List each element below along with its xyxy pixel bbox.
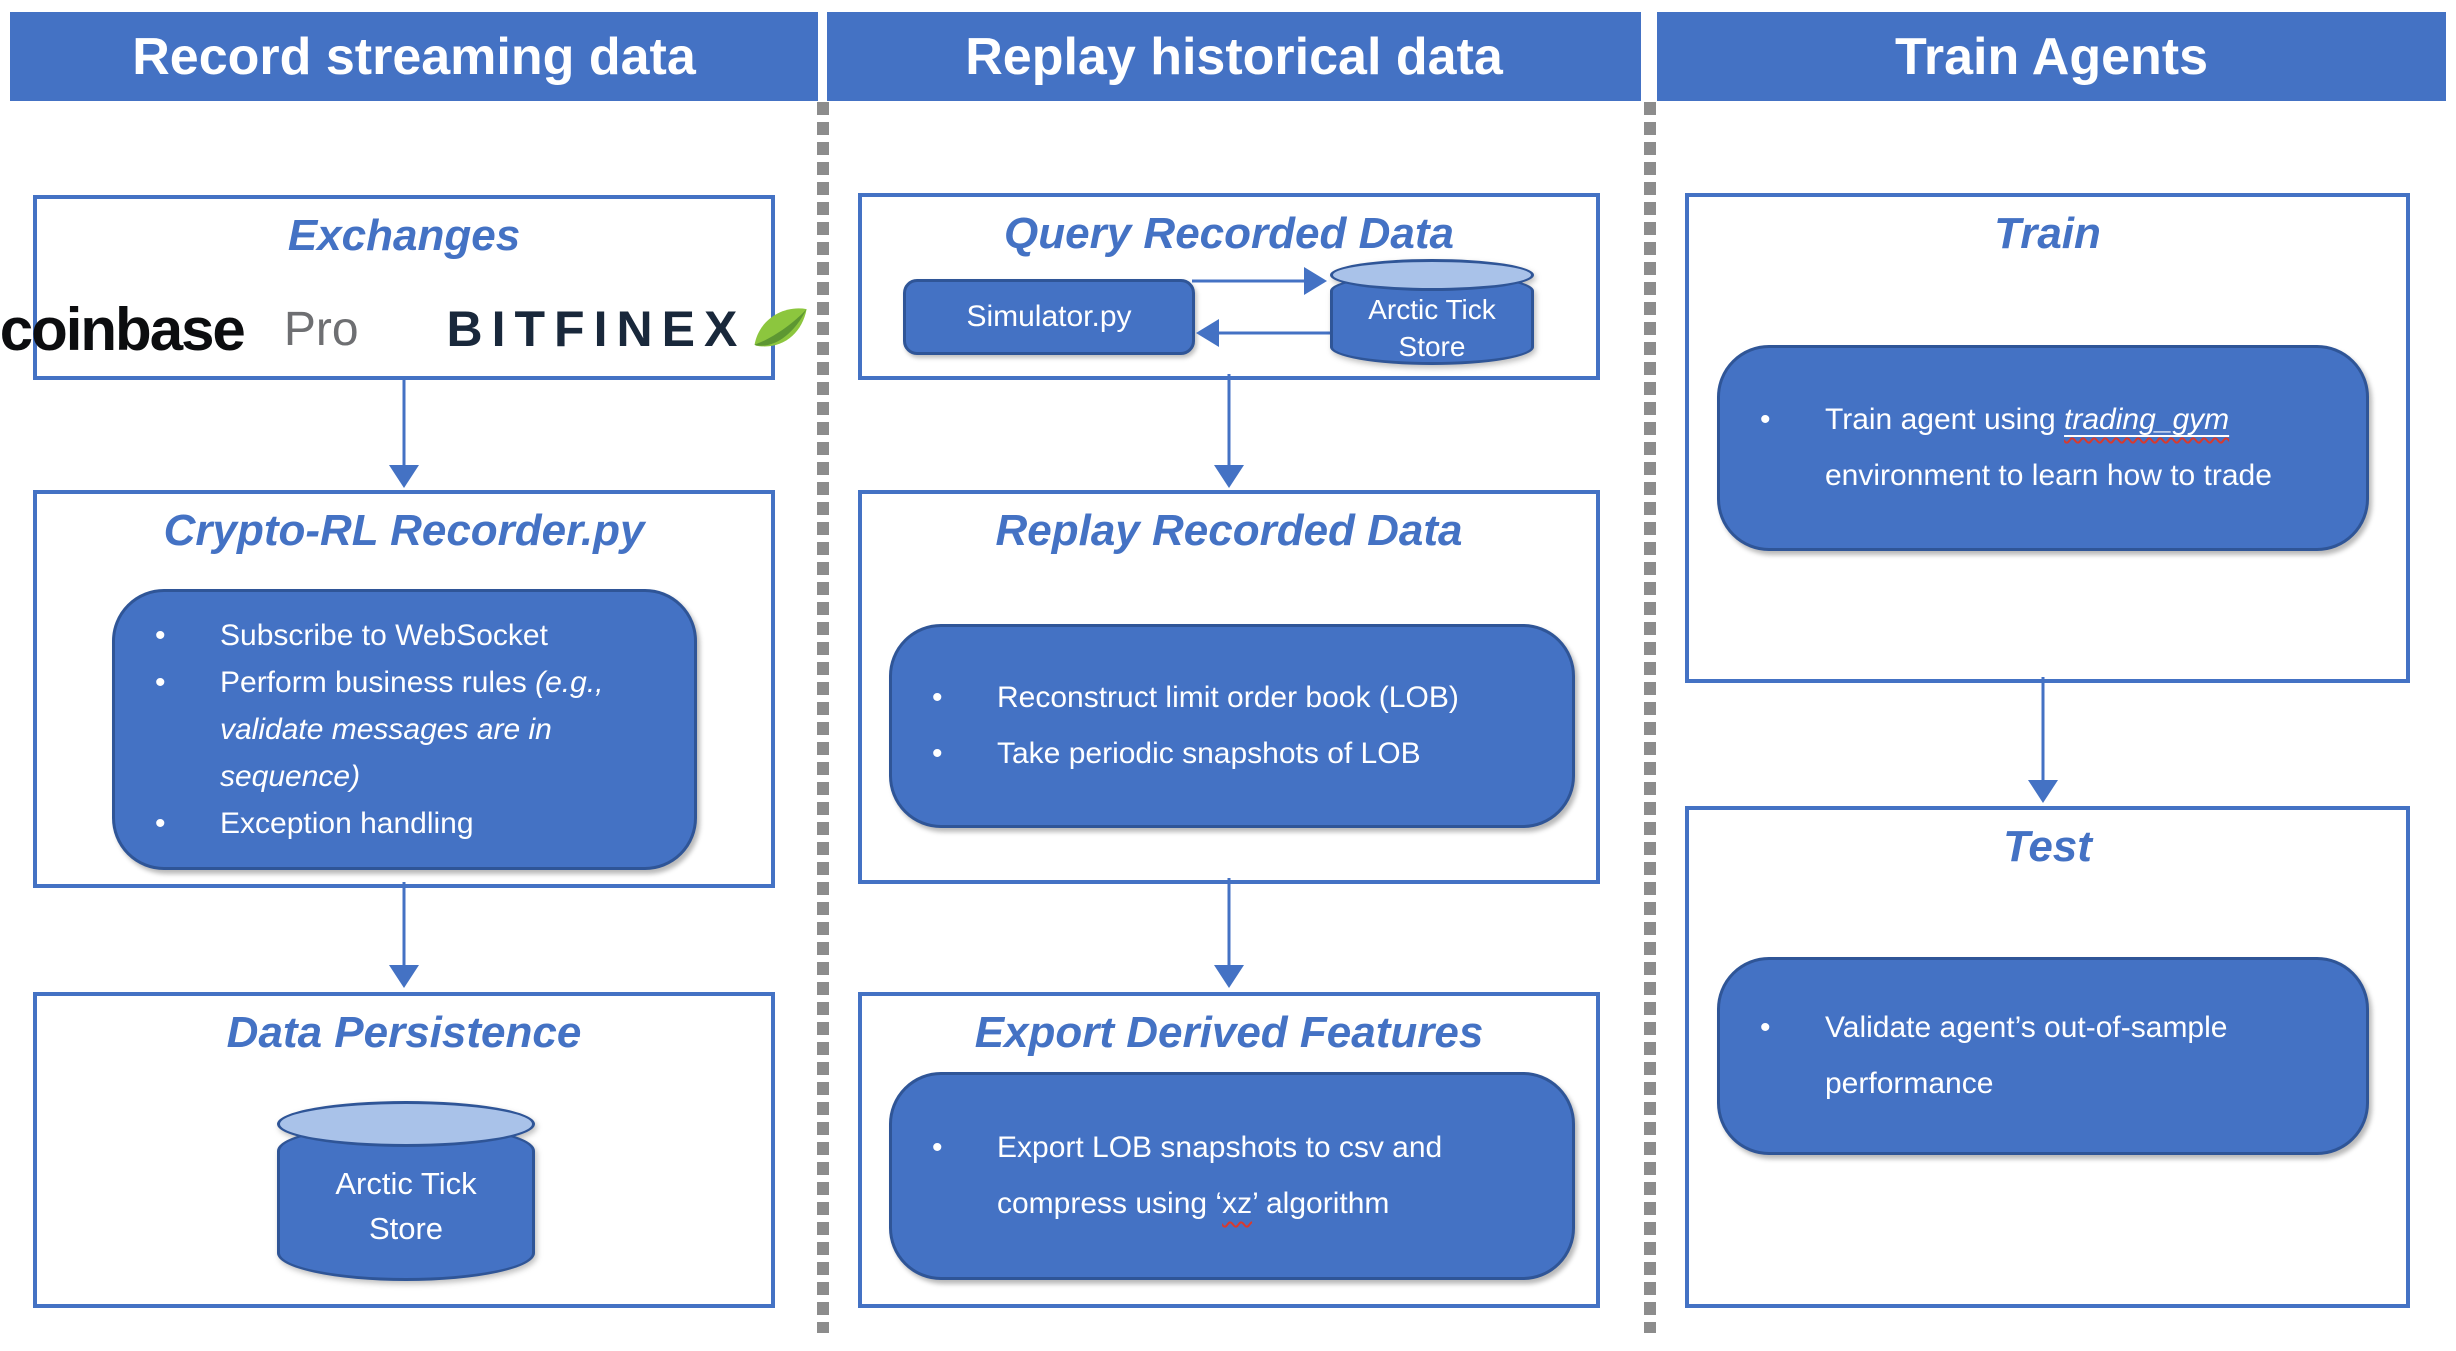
- arrow-down-head-icon: [389, 465, 419, 488]
- column-divider-1: [817, 102, 829, 1333]
- arrow-recorder-to-persistence: [389, 882, 419, 988]
- bullet-item: Reconstruct limit order book (LOB): [892, 670, 1572, 726]
- arrow-exchanges-to-recorder: [389, 378, 419, 488]
- arctic-tick-store-label: Arctic Tick Store: [1368, 294, 1496, 362]
- exchanges-box: Exchanges coinbase Pro BITFINEX: [0, 195, 807, 380]
- bullet-item: Exception handling: [115, 800, 694, 847]
- train-title: Train: [1994, 209, 2101, 258]
- replay-bullet-list: Reconstruct limit order book (LOB) Take …: [892, 670, 1572, 782]
- persistence-title: Data Persistence: [226, 1008, 582, 1057]
- header-train-agents-label: Train Agents: [1894, 27, 2208, 86]
- header-record-streaming-label: Record streaming data: [132, 27, 696, 86]
- replay-box: Replay Recorded Data Reconstruct limit o…: [858, 490, 1600, 884]
- test-bullet-panel: Validate agent’s out-of-sample performan…: [1717, 957, 2369, 1155]
- train-bullet-panel: Train agent using trading_gym environmen…: [1717, 345, 2369, 551]
- exchanges-title: Exchanges: [287, 211, 521, 260]
- recorder-bullet-panel: Subscribe to WebSocket Perform business …: [112, 589, 697, 870]
- arrow-down-head-icon: [2028, 780, 2058, 803]
- arrow-down-head-icon: [389, 965, 419, 988]
- arctic-tick-store-cylinder: Arctic Tick Store: [1330, 259, 1534, 365]
- simulator-chip: Simulator.py: [903, 279, 1195, 355]
- trading-gym-text: trading_gym: [2064, 403, 2230, 436]
- arctic-tick-store-label: Arctic Tick Store: [335, 1166, 477, 1246]
- xz-spellcheck-text: xz: [1222, 1187, 1253, 1220]
- bitfinex-logo-text: BITFINEX: [446, 301, 747, 357]
- export-bullet-panel: Export LOB snapshots to csv and compress…: [889, 1072, 1575, 1280]
- train-bullet-list: Train agent using trading_gym environmen…: [1720, 392, 2366, 504]
- query-box: Query Recorded Data Simulator.py Arctic …: [858, 193, 1600, 380]
- recorder-bullet-list: Subscribe to WebSocket Perform business …: [115, 612, 694, 847]
- arrow-down-head-icon: [1214, 465, 1244, 488]
- arrow-right-head-icon: [1304, 267, 1327, 295]
- header-record-streaming: Record streaming data: [10, 12, 818, 101]
- column-divider-2: [1644, 102, 1656, 1333]
- query-title: Query Recorded Data: [1004, 209, 1454, 258]
- replay-bullet-panel: Reconstruct limit order book (LOB) Take …: [889, 624, 1575, 828]
- header-replay-historical: Replay historical data: [827, 12, 1641, 101]
- arrow-down-head-icon: [1214, 965, 1244, 988]
- coinbase-logo: coinbase: [0, 295, 246, 363]
- arrow-left-head-icon: [1196, 319, 1219, 347]
- bullet-item: Export LOB snapshots to csv and compress…: [892, 1120, 1572, 1232]
- bitfinex-logo: BITFINEX: [447, 300, 809, 358]
- train-box: Train Train agent using trading_gym envi…: [1685, 193, 2410, 683]
- persistence-box: Data Persistence Arctic Tick Store: [33, 992, 775, 1308]
- coinbase-pro-label: Pro: [283, 302, 359, 356]
- arrow-query-to-replay: [1214, 374, 1244, 488]
- bitfinex-leaf-icon: [754, 308, 807, 347]
- arrow-simulator-to-store: [1192, 267, 1327, 295]
- recorder-title: Crypto-RL Recorder.py: [163, 506, 645, 555]
- test-bullet-list: Validate agent’s out-of-sample performan…: [1720, 1000, 2366, 1112]
- header-replay-historical-label: Replay historical data: [965, 27, 1503, 86]
- test-box: Test Validate agent’s out-of-sample perf…: [1685, 806, 2410, 1308]
- bullet-item: Validate agent’s out-of-sample performan…: [1720, 1000, 2366, 1112]
- database-cylinder-top-icon: [1330, 259, 1534, 291]
- export-bullet-list: Export LOB snapshots to csv and compress…: [892, 1120, 1572, 1232]
- recorder-box: Crypto-RL Recorder.py Subscribe to WebSo…: [33, 490, 775, 888]
- arrow-train-to-test: [2028, 677, 2058, 803]
- replay-title: Replay Recorded Data: [995, 506, 1463, 555]
- export-title: Export Derived Features: [974, 1008, 1484, 1057]
- bullet-item: Subscribe to WebSocket: [115, 612, 694, 659]
- database-cylinder-top-icon: [277, 1101, 535, 1147]
- exchange-logos: coinbase Pro BITFINEX: [0, 291, 807, 367]
- arctic-tick-store-cylinder: Arctic Tick Store: [277, 1101, 535, 1281]
- bullet-item: Perform business rules (e.g., validate m…: [115, 659, 694, 800]
- export-box: Export Derived Features Export LOB snaps…: [858, 992, 1600, 1308]
- bullet-item: Train agent using trading_gym environmen…: [1720, 392, 2366, 504]
- bullet-item: Take periodic snapshots of LOB: [892, 726, 1572, 782]
- simulator-label: Simulator.py: [966, 300, 1132, 333]
- arrow-replay-to-export: [1214, 878, 1244, 988]
- database-cylinder-icon: [1330, 273, 1534, 365]
- test-title: Test: [2003, 822, 2092, 871]
- header-train-agents: Train Agents: [1657, 12, 2446, 101]
